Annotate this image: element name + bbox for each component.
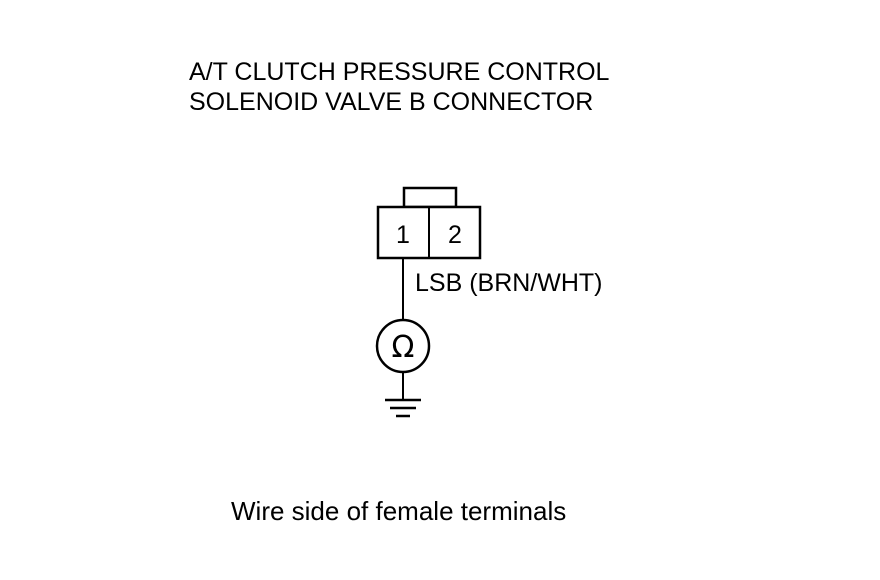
terminal-1-label: 1 bbox=[396, 221, 410, 249]
connector-latch bbox=[402, 186, 458, 209]
terminal-2-label: 2 bbox=[448, 221, 462, 249]
diagram-title-line-1: A/T CLUTCH PRESSURE CONTROL bbox=[189, 58, 610, 86]
diagram-caption: Wire side of female terminals bbox=[231, 496, 567, 526]
wire-label: LSB (BRN/WHT) bbox=[415, 269, 603, 297]
ground-icon bbox=[385, 398, 421, 418]
diagram-title-line-2: SOLENOID VALVE B CONNECTOR bbox=[189, 88, 594, 116]
ohmmeter-icon: Ω bbox=[375, 318, 431, 374]
ohm-symbol: Ω bbox=[392, 330, 415, 365]
